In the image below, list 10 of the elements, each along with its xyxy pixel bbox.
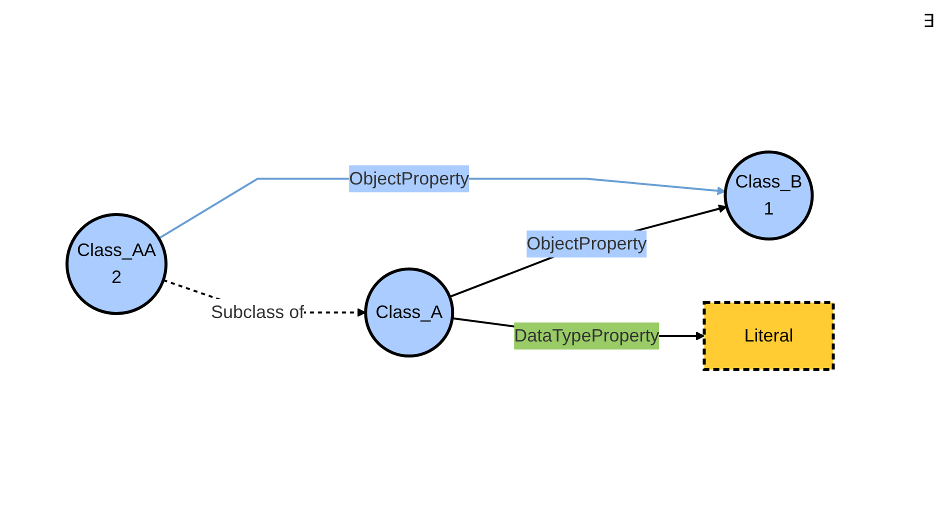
edge-label: ObjectProperty <box>526 233 647 254</box>
node-circle: Class_A <box>364 267 454 358</box>
node-circle: Class_AA 2 <box>65 212 168 315</box>
edge-label: Subclass of <box>210 302 304 322</box>
edge-label: DataTypeProperty <box>514 325 660 346</box>
arrow <box>449 204 727 298</box>
node-circle: Class_B 1 <box>724 150 814 240</box>
quantifier-symbol: ∃ <box>923 10 934 32</box>
node-box: Literal <box>702 300 835 371</box>
edge-label: ObjectProperty <box>348 168 470 188</box>
